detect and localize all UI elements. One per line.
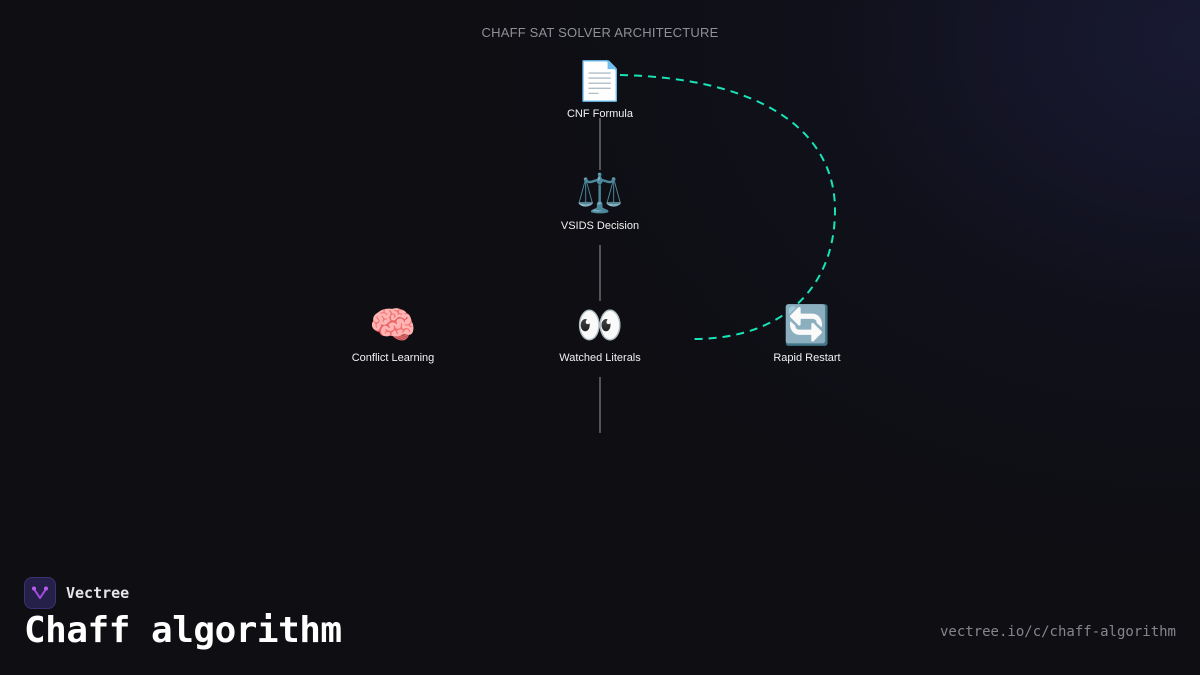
- balance-scale-icon: ⚖️: [576, 173, 624, 215]
- node-label: CNF Formula: [566, 108, 633, 120]
- node-cnf-formula[interactable]: 📄 CNF Formula: [530, 60, 670, 120]
- repeat-arrows-icon: 🔄: [783, 305, 831, 347]
- node-watched-literals[interactable]: 👀 Watched Literals: [530, 304, 670, 364]
- node-label: Watched Literals: [559, 352, 641, 364]
- node-vsids-decision[interactable]: ⚖️ VSIDS Decision: [530, 172, 670, 232]
- diagram-title: CHAFF SAT SOLVER ARCHITECTURE: [481, 25, 719, 40]
- node-label: VSIDS Decision: [560, 220, 640, 232]
- node-rapid-restart[interactable]: 🔄 Rapid Restart: [737, 304, 877, 364]
- page-title: Chaff algorithm: [24, 610, 342, 651]
- edge-cnf-watched-dashed: [619, 74, 837, 340]
- page-url[interactable]: vectree.io/c/chaff-algorithm: [939, 624, 1176, 640]
- eyes-icon: 👀: [576, 305, 624, 347]
- node-label: Rapid Restart: [773, 352, 841, 364]
- node-conflict-learning[interactable]: 🧠 Conflict Learning: [323, 304, 463, 364]
- brand-name: Vectree: [66, 584, 130, 602]
- brand[interactable]: Vectree: [24, 577, 129, 609]
- vectree-logo-icon: [24, 577, 56, 609]
- node-label: Conflict Learning: [351, 352, 435, 364]
- brain-icon: 🧠: [369, 305, 417, 347]
- page-document-icon: 📄: [576, 61, 624, 103]
